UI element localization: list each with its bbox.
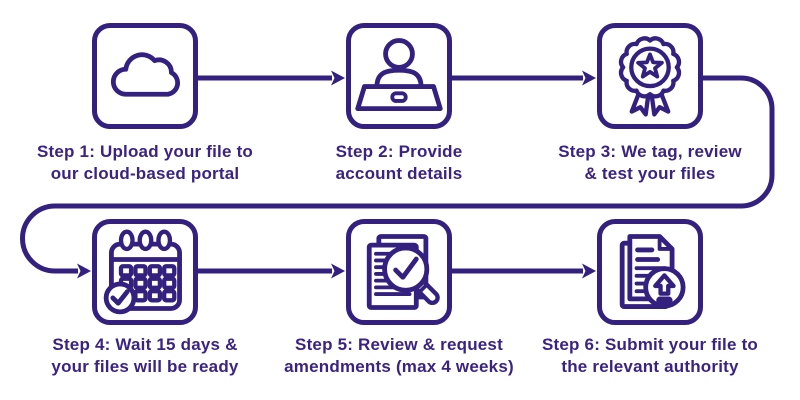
step-caption-line2: the relevant authority [561, 357, 739, 376]
award-rosette-star-icon [618, 36, 682, 117]
step-caption-line2: & test your files [584, 164, 716, 183]
step-caption-line1: Step 4: Wait 15 days & [52, 335, 238, 354]
document-upload-icon [619, 234, 686, 309]
arrow-step2-to-step3 [452, 70, 596, 86]
cloud-icon [110, 52, 181, 97]
step-caption-line2: amendments (max 4 weeks) [284, 357, 514, 376]
step-3-caption: Step 3: We tag, review & test your files [510, 141, 790, 185]
step-3-icon-box [597, 23, 703, 129]
step-2-caption: Step 2: Provide account details [259, 141, 539, 185]
step-6-icon-box [597, 219, 703, 325]
person-at-laptop-icon [355, 38, 443, 112]
step-5-caption: Step 5: Review & request amendments (max… [259, 334, 539, 378]
step-caption-line2: account details [335, 164, 463, 183]
arrow-step5-to-step6 [451, 263, 596, 279]
step-4-caption: Step 4: Wait 15 days & your files will b… [5, 334, 285, 378]
step-caption-line2: your files will be ready [51, 357, 239, 376]
arrow-step1-to-step2 [198, 70, 345, 86]
step-caption-line1: Step 2: Provide [335, 142, 463, 161]
step-6-caption: Step 6: Submit your file to the relevant… [510, 334, 790, 378]
step-caption-line1: Step 1: Upload your file to [36, 142, 254, 161]
calendar-check-icon [103, 229, 182, 315]
step-1-caption: Step 1: Upload your file to our cloud-ba… [5, 141, 285, 185]
step-5-icon-box [346, 219, 452, 325]
step-caption-line1: Step 6: Submit your file to [541, 335, 759, 354]
step-caption-line2: our cloud-based portal [50, 164, 240, 183]
document-magnifier-check-icon [366, 234, 440, 310]
step-1-icon-box [92, 23, 198, 129]
calendar-grid [118, 264, 177, 303]
arrow-step4-to-step5 [198, 263, 345, 279]
step-caption-line1: Step 5: Review & request [295, 335, 503, 354]
step-caption-line1: Step 3: We tag, review [558, 142, 742, 161]
step-4-icon-box [92, 219, 198, 325]
step-2-icon-box [346, 23, 452, 129]
